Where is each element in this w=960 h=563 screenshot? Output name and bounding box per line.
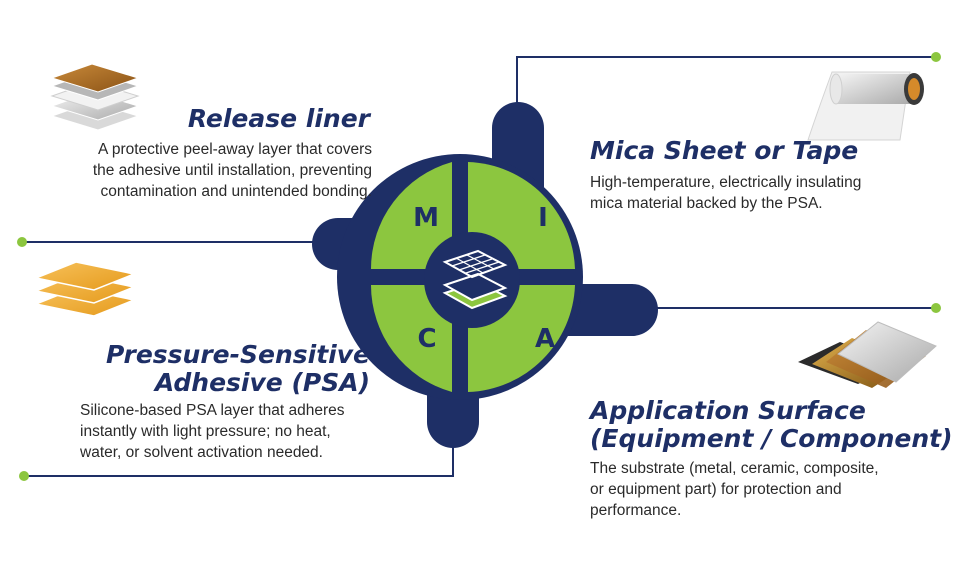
quadrant-letter-a: A bbox=[535, 324, 555, 354]
quadrant-letter-c: C bbox=[417, 324, 436, 354]
quadrant-c bbox=[370, 285, 452, 392]
connector-dot-application bbox=[931, 303, 941, 313]
adhesive-sheets-icon bbox=[33, 261, 137, 317]
connector-mica bbox=[516, 56, 936, 108]
substrate-sheets-icon bbox=[798, 321, 937, 388]
quadrant-letter-m: M bbox=[413, 203, 439, 233]
layered-sheets-icon bbox=[442, 249, 508, 310]
release-liner-title: Release liner bbox=[187, 104, 370, 133]
connector-dot-mica bbox=[931, 52, 941, 62]
release-liner-stack-icon bbox=[50, 63, 140, 131]
mica-title: Mica Sheet or Tape bbox=[590, 136, 859, 165]
psa-line-2: instantly with light pressure; no heat, bbox=[80, 423, 331, 440]
psa-line-3: water, or solvent activation needed. bbox=[80, 444, 323, 461]
application-title-line-1: Application Surface bbox=[590, 396, 866, 425]
psa-title-line-2: Adhesive (PSA) bbox=[154, 368, 370, 397]
connector-dots bbox=[17, 52, 941, 481]
application-line-2: or equipment part) for protection and bbox=[590, 481, 842, 498]
mica-line-2: mica material backed by the PSA. bbox=[590, 195, 823, 212]
connector-dot-release-liner bbox=[17, 237, 27, 247]
release-liner-line-1: A protective peel-away layer that covers bbox=[98, 141, 372, 158]
quadrant-letter-i: I bbox=[538, 203, 548, 233]
quadrant-m bbox=[370, 162, 452, 269]
application-title-line-2: (Equipment / Component) bbox=[590, 424, 953, 453]
mica-tape-roll-icon bbox=[807, 71, 924, 141]
connector-lines bbox=[22, 56, 936, 477]
application-line-3: performance. bbox=[590, 502, 682, 519]
psa-line-1: Silicone-based PSA layer that adheres bbox=[80, 402, 345, 419]
psa-title-line-1: Pressure-Sensitive bbox=[105, 340, 370, 369]
application-line-1: The substrate (metal, ceramic, composite… bbox=[590, 460, 879, 477]
release-liner-line-2: the adhesive until installation, prevent… bbox=[92, 162, 372, 179]
release-liner-line-3: contamination and unintended bonding. bbox=[100, 183, 372, 200]
connector-psa bbox=[24, 443, 454, 477]
mica-line-1: High-temperature, electrically insulatin… bbox=[590, 174, 862, 191]
connector-dot-psa bbox=[19, 471, 29, 481]
